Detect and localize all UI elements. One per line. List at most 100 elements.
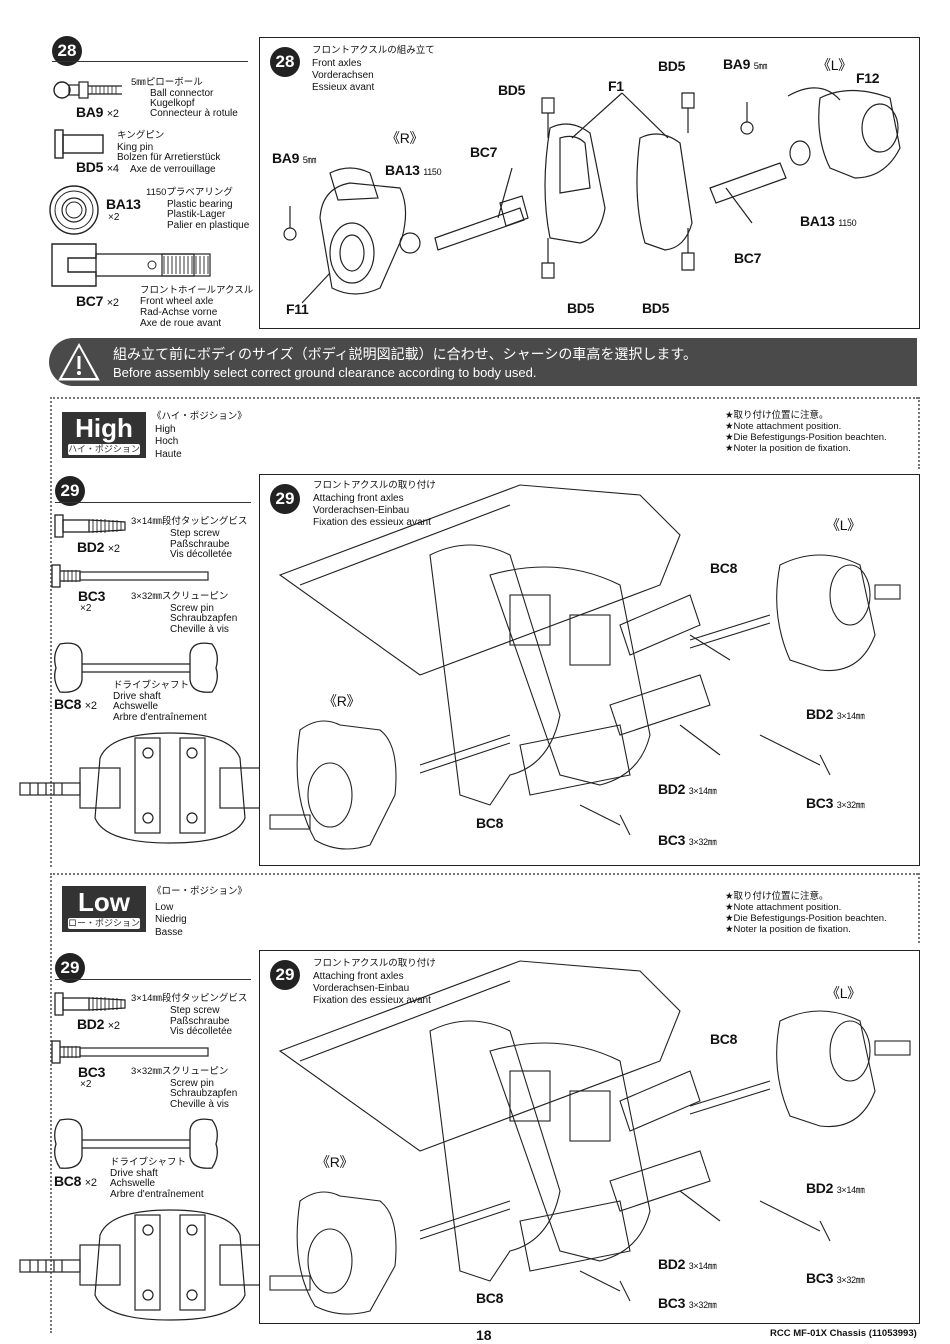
- label-right-mark-29-high: 《R》: [323, 693, 361, 709]
- part-bc8-code-high: BC8 ×2: [54, 696, 97, 712]
- warning-text-en: Before assembly select correct ground cl…: [113, 365, 537, 380]
- document-id: RCC MF-01X Chassis (11053993): [770, 1328, 917, 1339]
- part-bd2-de-low: Paßschraube: [170, 1016, 230, 1027]
- label-bc8-top-high: BC8: [710, 560, 738, 576]
- step-29-high-title-en: Attaching front axles: [313, 493, 404, 504]
- part-bc3-qty-high: ×2: [80, 603, 92, 614]
- step-29-high-badge: 29: [55, 476, 85, 506]
- step-29-low-title-en: Attaching front axles: [313, 971, 404, 982]
- step-screw-icon: [54, 992, 126, 1016]
- step-29-high-title-fr: Fixation des essieux avant: [313, 517, 431, 528]
- ball-connector-icon: [53, 81, 122, 99]
- step-29-high-title-de: Vorderachsen-Einbau: [313, 505, 410, 516]
- ground-clearance-warning: 組み立て前にボディのサイズ（ボディ説明図記載）に合わせ、シャーシの車高を選択しま…: [49, 338, 917, 386]
- part-bc3-fr-high: Cheville à vis: [170, 624, 229, 635]
- part-bd2-fr-high: Vis décolletée: [170, 549, 233, 560]
- high-label-fr: Haute: [155, 449, 182, 460]
- high-label-en: High: [155, 424, 176, 435]
- part-ba13-jp: 1150プラベアリング: [146, 187, 233, 198]
- part-bc3-jp-high: 3×32㎜スクリューピン: [131, 591, 229, 602]
- part-bc3-qty-low: ×2: [80, 1079, 92, 1090]
- label-bd5-top-left: BD5: [498, 82, 526, 98]
- part-ba13-en: Plastic bearing: [167, 199, 233, 210]
- king-pin-icon: [54, 129, 104, 159]
- screw-pin-icon: [51, 1040, 209, 1064]
- low-attach-note-jp: ★取り付け位置に注意。: [725, 891, 829, 902]
- part-bd5-de: Bolzen für Arretierstück: [117, 152, 221, 163]
- part-bd2-code-high: BD2 ×2: [77, 539, 120, 555]
- label-ba13-right: BA13 1150: [800, 213, 857, 229]
- part-bc3-de-low: Schraubzapfen: [170, 1088, 238, 1099]
- part-ba9-fr: Connecteur à rotule: [150, 108, 238, 119]
- part-bc3-code-low: BC3: [78, 1064, 106, 1080]
- label-left-mark-29-high: 《L》: [826, 517, 861, 533]
- part-bc7-de: Rad-Achse vorne: [140, 307, 218, 318]
- part-bc3-en-low: Screw pin: [170, 1078, 214, 1089]
- low-label-en: Low: [155, 902, 174, 913]
- warning-triangle-icon: [58, 342, 100, 381]
- label-bc8-bottom-low: BC8: [476, 1290, 504, 1306]
- label-f1: F1: [608, 78, 624, 94]
- high-section-right-dots: [918, 397, 920, 469]
- high-attach-note-en: ★Note attachment position.: [725, 421, 842, 432]
- part-bc8-en-high: Drive shaft: [113, 691, 161, 702]
- high-section-left-dots: [50, 397, 52, 867]
- part-bc8-fr-low: Arbre d'entraînement: [110, 1189, 204, 1200]
- low-label-fr: Basse: [155, 927, 183, 938]
- label-bd2-right-low: BD2 3×14㎜: [806, 1180, 865, 1196]
- drive-shaft-icon: [54, 642, 218, 693]
- label-bc3-right-low: BC3 3×32㎜: [806, 1270, 865, 1286]
- label-bd5-bottom-right: BD5: [642, 300, 670, 316]
- label-bd5-bottom-left: BD5: [567, 300, 595, 316]
- step-29-low-chassis-drawing: [269, 960, 911, 1315]
- low-section-right-dots: [918, 873, 920, 943]
- warning-text-jp: 組み立て前にボディのサイズ（ボディ説明図記載）に合わせ、シャーシの車高を選択しま…: [113, 346, 697, 362]
- part-ba9-code: BA9 ×2: [76, 104, 119, 120]
- part-bd2-jp-high: 3×14㎜段付タッピングビス: [131, 516, 248, 527]
- label-f12: F12: [856, 70, 880, 86]
- step-29-high-chassis-drawing: [269, 484, 901, 850]
- step-29-high-diagram-badge: 29: [270, 484, 300, 514]
- high-label-jp: 《ハイ・ポジション》: [152, 411, 247, 422]
- label-bd5-top-right: BD5: [658, 58, 686, 74]
- high-section-top-dots: [50, 397, 918, 399]
- part-ba9-de: Kugelkopf: [150, 98, 195, 109]
- part-bc8-en-low: Drive shaft: [110, 1168, 158, 1179]
- label-bd2-bottom-low: BD2 3×14㎜: [658, 1256, 717, 1272]
- part-bc3-fr-low: Cheville à vis: [170, 1099, 229, 1110]
- step-28-title-de: Vorderachsen: [312, 70, 374, 81]
- step-29-low-badge: 29: [55, 953, 85, 983]
- label-ba9-left: BA9 5㎜: [272, 150, 317, 166]
- high-attach-note-de: ★Die Befestigungs-Position beachten.: [725, 432, 887, 443]
- label-bd2-bottom-high: BD2 3×14㎜: [658, 781, 717, 797]
- label-bc8-bottom-high: BC8: [476, 815, 504, 831]
- part-bd2-code-low: BD2 ×2: [77, 1016, 120, 1032]
- label-bc3-bottom-high: BC3 3×32㎜: [658, 832, 717, 848]
- part-bc8-jp-high: ドライブシャフト: [113, 680, 190, 691]
- label-f11: F11: [286, 301, 309, 317]
- high-attach-note-fr: ★Noter la position de fixation.: [725, 443, 851, 454]
- label-right-mark-29-low: 《R》: [316, 1154, 354, 1170]
- label-bc3-bottom-low: BC3 3×32㎜: [658, 1295, 717, 1311]
- step-29-high-diagram-frame: [259, 474, 920, 866]
- part-bc3-en-high: Screw pin: [170, 603, 214, 614]
- front-axle-unit-icon-low: [19, 1209, 301, 1321]
- step-29-low-title-jp: フロントアクスルの取り付け: [313, 958, 436, 969]
- part-bd2-jp-low: 3×14㎜段付タッピングビス: [131, 993, 248, 1004]
- page-number: 18: [476, 1327, 492, 1343]
- part-bd5-fr: Axe de verrouillage: [130, 164, 216, 175]
- part-bc7-jp: フロントホイールアクスル: [140, 285, 254, 296]
- front-axle-unit-icon-high: [19, 732, 301, 844]
- part-bc3-jp-low: 3×32㎜スクリューピン: [131, 1066, 229, 1077]
- part-bc3-code-high: BC3: [78, 588, 106, 604]
- front-wheel-axle-icon: [51, 243, 211, 287]
- step-28-title-en: Front axles: [312, 58, 362, 69]
- label-bd2-right-high: BD2 3×14㎜: [806, 706, 865, 722]
- step-28-parts-divider: [52, 61, 248, 62]
- drive-shaft-icon: [54, 1118, 218, 1169]
- step-screw-icon: [54, 514, 126, 538]
- step-29-low-parts-divider: [55, 979, 251, 980]
- part-bd2-en-high: Step screw: [170, 528, 220, 539]
- part-ba9-en: Ball connector: [150, 88, 214, 99]
- plastic-bearing-icon: [49, 185, 99, 235]
